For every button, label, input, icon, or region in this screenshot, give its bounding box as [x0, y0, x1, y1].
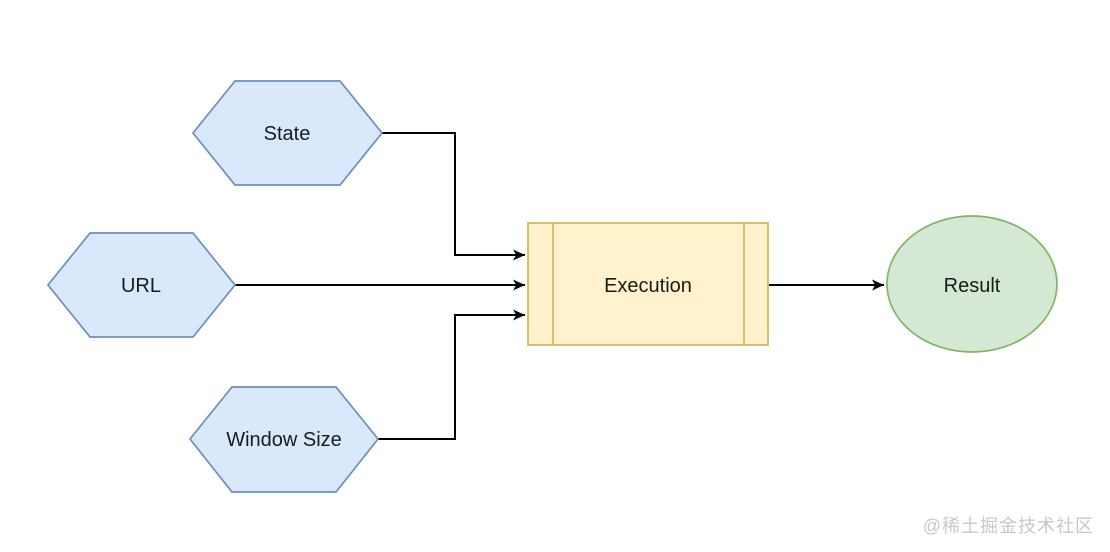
connector-state-to-execution [382, 132, 525, 261]
result-label: Result [944, 275, 1001, 297]
result-ellipse [886, 215, 1058, 353]
execution-process-box: Execution [527, 222, 769, 346]
url-hexagon [46, 232, 237, 338]
connector-windowsize-to-execution [378, 309, 525, 440]
window-size-hexagon [188, 386, 380, 493]
url-label: URL [121, 275, 161, 297]
execution-rect [527, 222, 769, 346]
state-label: State [264, 123, 311, 145]
state-hexagon [191, 80, 384, 186]
window-size-label: Window Size [226, 429, 342, 451]
watermark: @稀土掘金技术社区 [922, 516, 1094, 536]
execution-label: Execution [604, 275, 692, 297]
